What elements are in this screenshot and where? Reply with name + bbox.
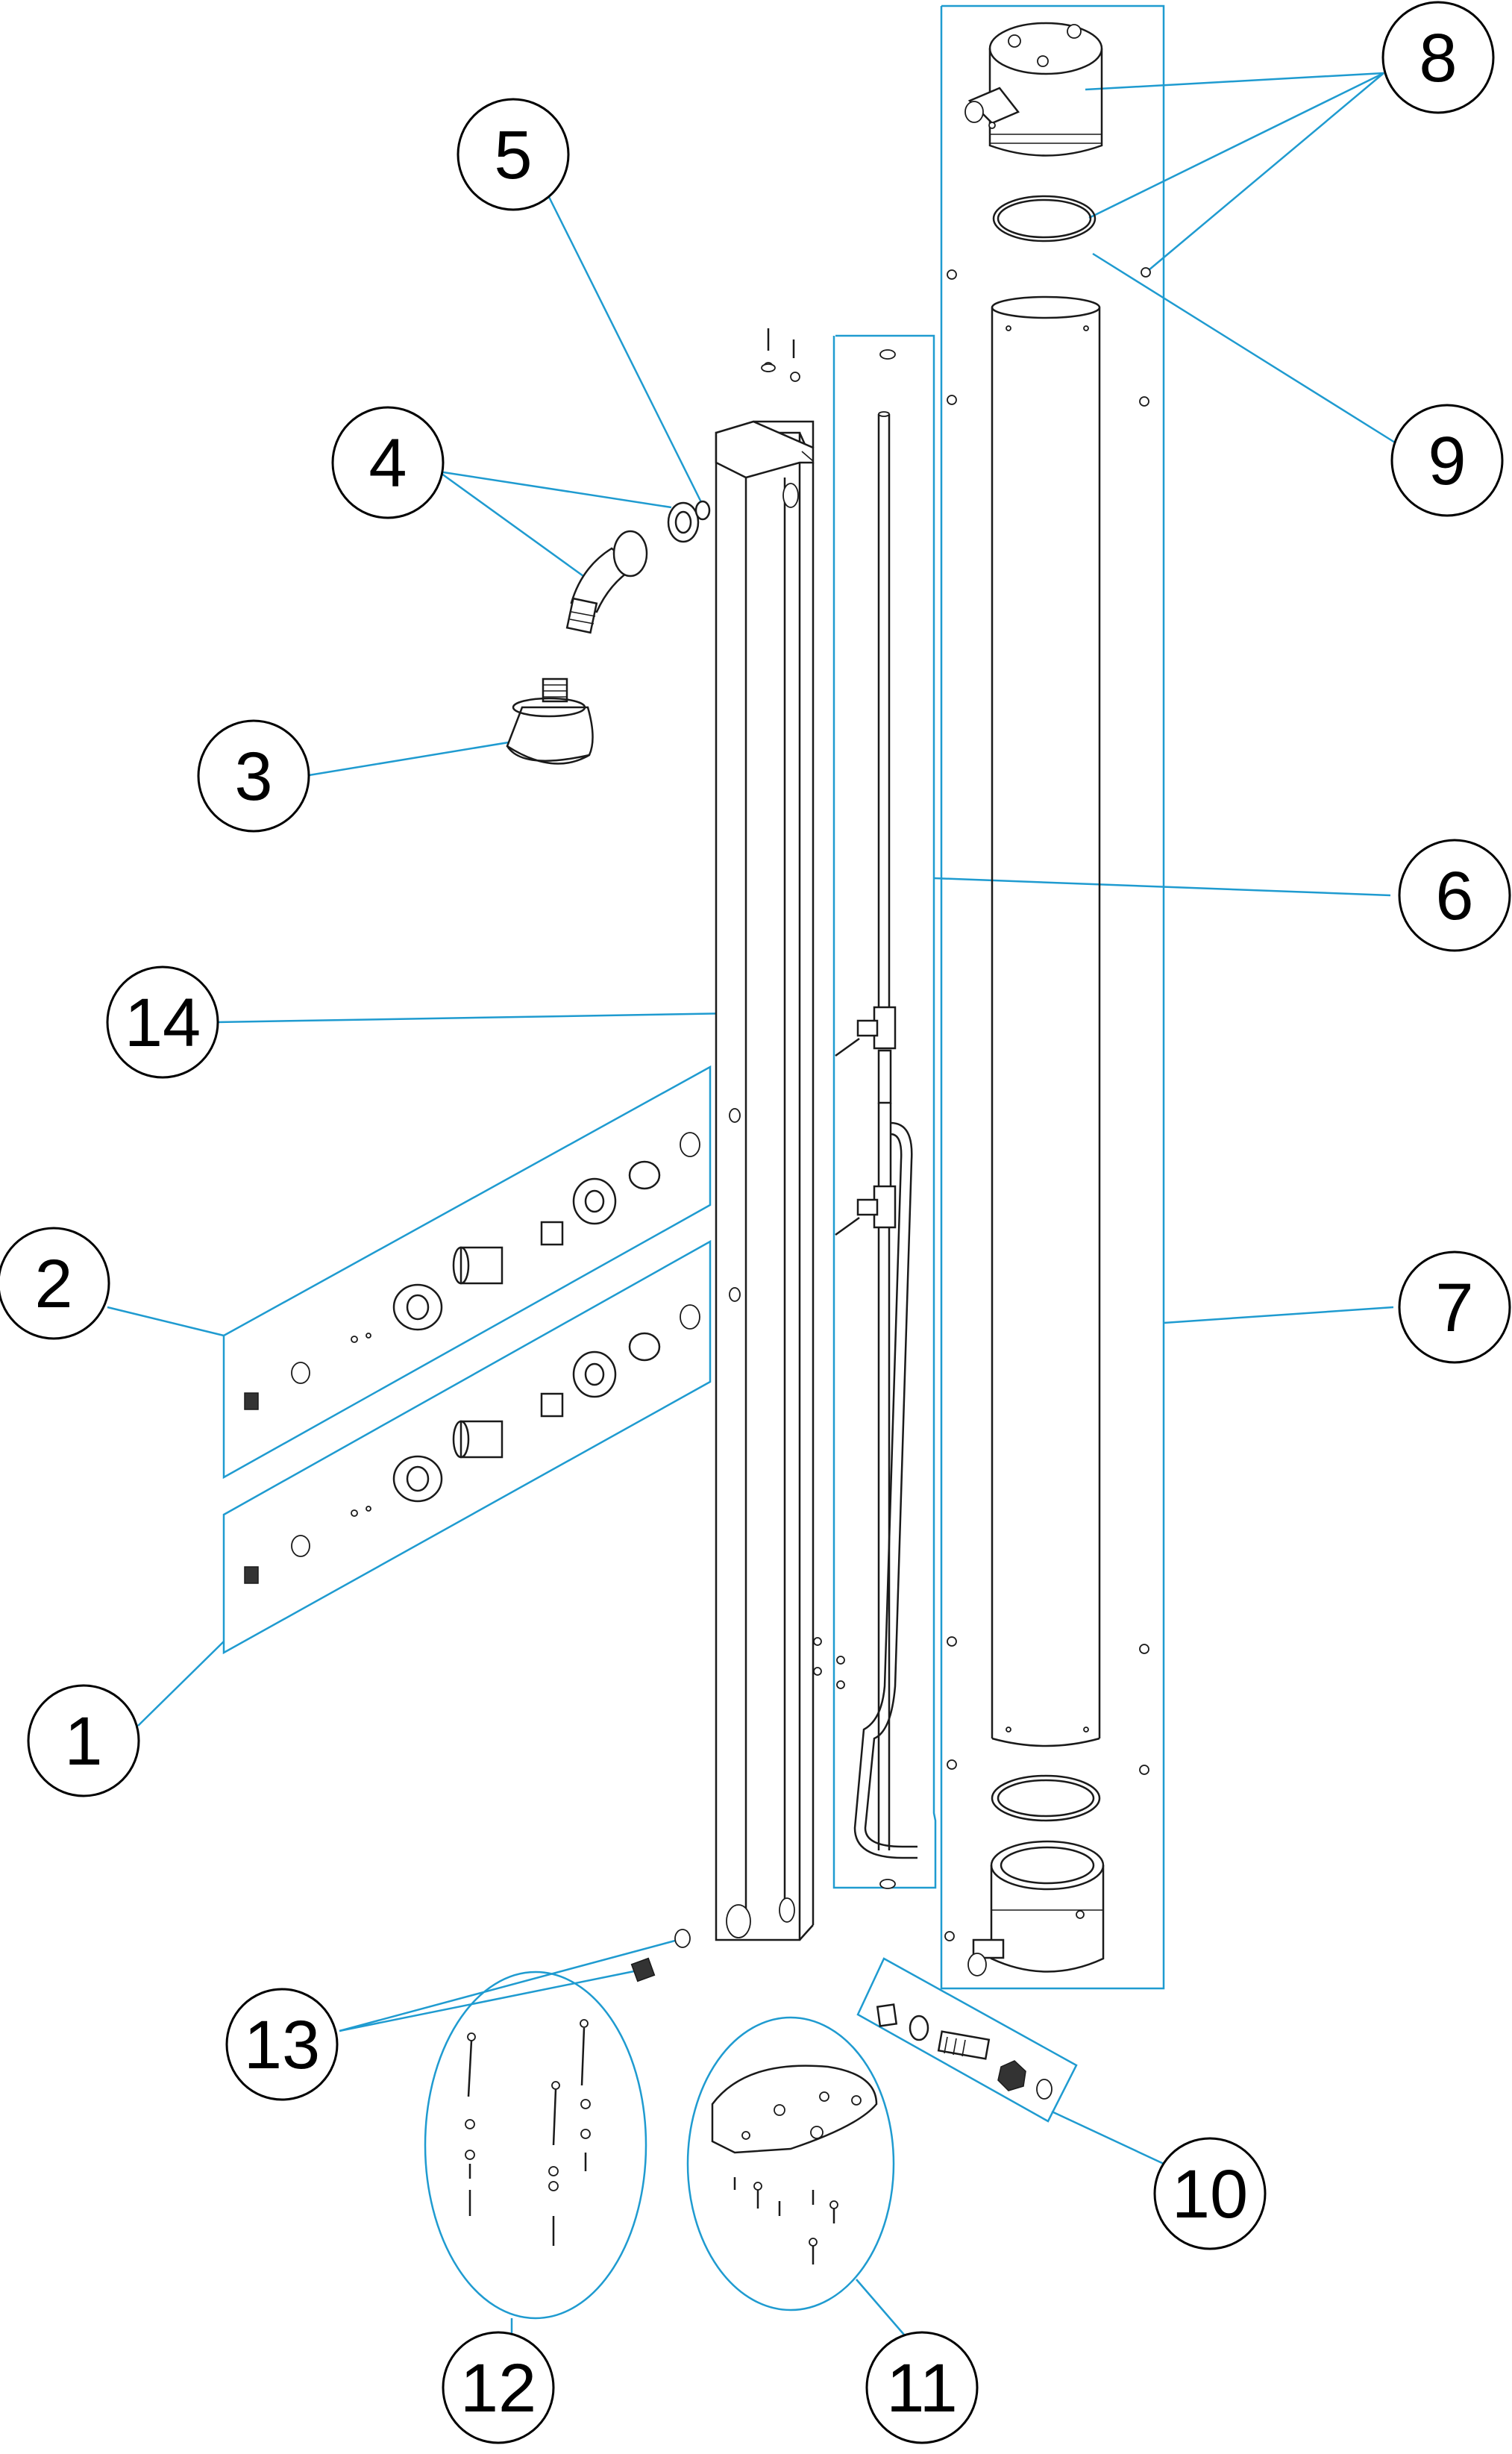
callout-7: 7 [1398, 1251, 1511, 1364]
small-parts-13-drawing [630, 1929, 691, 1982]
callout-circle [865, 2331, 979, 2444]
callout-number: 13 [244, 2007, 320, 2083]
callout-circle [225, 1988, 339, 2101]
callout-2: 2 [0, 1227, 110, 1340]
callout-circle [197, 719, 310, 833]
leader-11 [856, 2279, 909, 2341]
leader-8b [1088, 72, 1384, 219]
callout-number: 5 [494, 117, 532, 193]
callout-circle [1390, 404, 1504, 517]
group-2-outline [222, 1065, 712, 1480]
callout-1: 1 [27, 1684, 140, 1797]
leader-5 [546, 193, 704, 506]
leader-13b [339, 1968, 642, 2032]
valve-kit-drawing [876, 2003, 1053, 2100]
callout-circle [1153, 2137, 1267, 2250]
leader-13a [339, 1939, 676, 2032]
anchor-bolts-drawing [465, 2019, 591, 2246]
shower-arm-drawing [565, 500, 711, 634]
callout-number: 4 [368, 425, 407, 501]
shower-head-drawing [506, 677, 594, 765]
callout-circle [457, 98, 570, 211]
callout-circle [27, 1684, 140, 1797]
callout-number: 8 [1419, 20, 1457, 96]
callout-14: 14 [106, 965, 219, 1079]
callout-number: 1 [64, 1703, 102, 1780]
plumbing-drawing [835, 349, 917, 1889]
group-10-outline [856, 1957, 1078, 2123]
callout-number: 2 [34, 1246, 72, 1322]
top-screws-drawing [761, 328, 800, 382]
callout-4: 4 [331, 406, 445, 519]
callout-9: 9 [1390, 404, 1504, 517]
leader-2 [107, 1306, 225, 1337]
callout-circle [331, 406, 445, 519]
main-column-drawing [715, 328, 822, 1941]
leader-8a [1085, 72, 1384, 91]
leader-14 [216, 1012, 735, 1024]
leader-lines [107, 4, 1402, 2343]
callout-number: 12 [460, 2350, 536, 2426]
leader-4a [438, 470, 672, 509]
group-1-outline [222, 1239, 712, 1655]
leader-7 [1163, 1306, 1394, 1324]
part-drawings [244, 22, 1151, 2264]
callout-number: 14 [125, 985, 201, 1061]
callout-number: 10 [1172, 2156, 1248, 2232]
callout-circle [106, 965, 219, 1079]
group-12-outline [424, 1971, 647, 2320]
callout-13: 13 [225, 1988, 339, 2101]
leader-10 [1051, 2110, 1164, 2165]
callout-number: 11 [886, 2350, 958, 2426]
callout-number: 7 [1435, 1270, 1473, 1346]
callout-5: 5 [457, 98, 570, 211]
callout-circle [1381, 1, 1495, 114]
leader-1 [137, 1641, 225, 1727]
leader-3 [304, 739, 523, 777]
group-7-outline [940, 4, 1165, 1990]
callout-12: 12 [442, 2331, 555, 2444]
callout-circle [442, 2331, 555, 2444]
callout-number: 9 [1428, 423, 1466, 499]
group-6-outline [832, 334, 937, 1889]
tank-cylinder-drawing [944, 269, 1149, 1976]
leader-9 [1092, 252, 1402, 448]
callout-circle [1398, 1251, 1511, 1364]
group-11-outline [686, 2016, 895, 2311]
callout-8: 8 [1381, 1, 1495, 114]
fitting-kit-upper-drawing [244, 1132, 700, 1410]
callout-circle [1398, 839, 1511, 952]
callout-circle [0, 1227, 110, 1340]
fitting-kit-lower-drawing [244, 1304, 700, 1584]
leader-4b [438, 470, 592, 583]
base-plate-drawing [711, 2065, 878, 2264]
leader-8c [1148, 72, 1384, 271]
callout-10: 10 [1153, 2137, 1267, 2250]
callout-3: 3 [197, 719, 310, 833]
callout-11: 11 [865, 2331, 979, 2444]
callout-6: 6 [1398, 839, 1511, 952]
callout-number: 3 [234, 739, 272, 815]
callout-number: 6 [1435, 858, 1473, 934]
top-cap-drawing [964, 22, 1151, 278]
leader-6 [933, 877, 1391, 897]
